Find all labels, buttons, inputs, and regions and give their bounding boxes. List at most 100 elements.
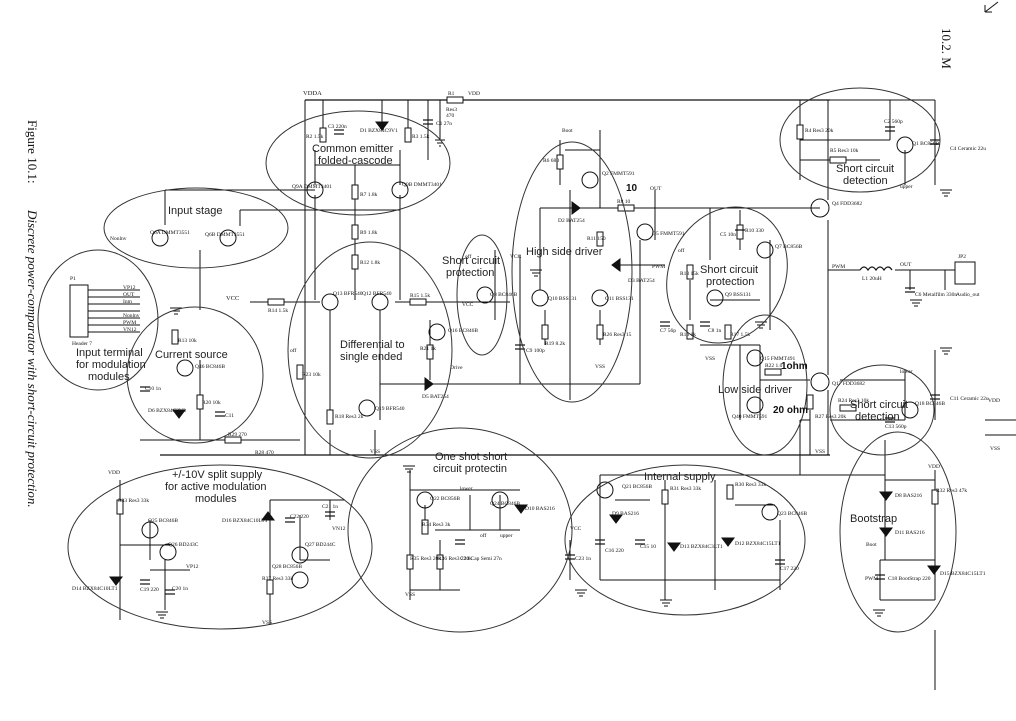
label-Q4: Q4 FDD3682	[832, 201, 862, 207]
label-off-1: off	[290, 347, 296, 354]
block-common-emitter-outline	[265, 110, 451, 216]
block-differential-outline	[287, 241, 453, 459]
label-D14: D14 BZX84C10LT1	[72, 586, 118, 592]
running-header: 10.2. M	[939, 28, 954, 69]
resistor-R14	[267, 298, 285, 306]
block-scd-top-label-1: Short circuit	[836, 163, 894, 175]
block-scp2-outline	[666, 206, 788, 344]
resistor-R3	[404, 127, 412, 143]
label-header: Header 7	[72, 341, 92, 347]
label-C22: C22 220	[290, 514, 309, 520]
caption-prefix: Figure 10.1:	[25, 120, 40, 184]
label-out-2: OUT	[900, 262, 912, 268]
block-input-terminal-label-2: for modulation	[76, 359, 146, 371]
label-Q21: Q21 BC856B	[622, 484, 652, 490]
label-C10: C10 1n	[145, 386, 161, 392]
label-C17: C17 220	[780, 566, 799, 572]
label-C15: C15 10	[640, 544, 656, 550]
label-R36: R36 Res3 220k	[438, 556, 472, 562]
label-C19: C19 220	[140, 587, 159, 593]
label-Q8: Q8 BC846B	[490, 292, 518, 298]
label-upper-1: upper	[900, 184, 913, 190]
label-P1: P1	[70, 276, 76, 282]
resistor-R7	[351, 184, 359, 200]
label-R22: R22 1.0	[765, 363, 783, 369]
label-D2: D2 BAT254	[558, 218, 585, 224]
label-Q27: Q27 BD244C	[305, 542, 336, 548]
label-vss-3: VSS	[705, 356, 715, 362]
block-bootstrap-outline	[839, 431, 957, 633]
block-common-emitter-label-2: folded-cascode	[318, 155, 393, 167]
block-low-side-outline	[722, 314, 808, 456]
label-R13b: R13 15k	[680, 271, 699, 277]
label-C23: C23 1n	[575, 556, 591, 562]
block-scd-top-outline	[779, 87, 941, 193]
label-D10: D10 BAS216	[525, 506, 555, 512]
cursor-arrow-icon	[984, 1, 999, 13]
label-vdd-right: VDD	[988, 398, 1000, 404]
label-vss-right: VSS	[990, 446, 1000, 452]
label-C21: C21 1n	[322, 504, 338, 510]
block-one-shot-label-1: One shot short	[435, 451, 507, 463]
label-R33: R33 Res3 33k	[118, 498, 149, 504]
resistor-R34	[421, 519, 429, 535]
label-C13: C13 560p	[885, 424, 907, 430]
label-pwm-3: PWM	[865, 576, 878, 582]
label-C9: C9 100p	[526, 348, 545, 354]
resistor-R11	[596, 231, 604, 247]
block-current-source-outline	[126, 306, 264, 444]
resistor-R18	[326, 409, 334, 425]
label-R16: R16 1k	[680, 332, 696, 338]
label-Q9A: Q9A DMMT3401	[292, 184, 332, 190]
label-R26: R26 Res3 15	[603, 332, 632, 338]
label-C8: C8 1n	[708, 328, 722, 334]
label-C6: C6 Metalfilm 330n	[915, 291, 957, 298]
block-scd-bot-outline	[829, 364, 935, 456]
label-C16: C16 220	[605, 548, 624, 554]
block-bootstrap-label: Bootstrap	[850, 513, 897, 525]
label-Q28: Q28 BC856B	[272, 564, 302, 570]
annotations: 10 1ohm 20 ohm	[626, 183, 808, 416]
resistor-R15	[409, 298, 427, 306]
label-JP2: JP2	[958, 254, 966, 260]
label-Q18: Q18 BC846B	[915, 401, 945, 407]
label-R1v: Res3	[446, 107, 457, 113]
label-Q25: Q25 BC846B	[148, 518, 178, 524]
label-R30: R30 Res3 33k	[735, 482, 766, 488]
functional-blocks: Common emitter folded-cascode Input stag…	[37, 87, 957, 633]
annotation-10: 10	[626, 183, 638, 194]
label-R24: R24 Res3 10k	[838, 398, 869, 404]
label-D9: D9 BAS216	[612, 511, 639, 517]
label-vdd-top: VDD	[468, 91, 480, 97]
label-Q9B: Q9B DMMT3401	[402, 182, 442, 188]
label-R37: R37 Res3 33k	[262, 576, 293, 582]
label-R18: R18 Res3 2k	[335, 414, 364, 420]
block-differential-label-1: Differential to	[340, 339, 405, 351]
components	[69, 96, 976, 619]
block-internal-supply-label: Internal supply	[644, 471, 716, 483]
label-off-4: off	[480, 532, 486, 539]
label-D12: D12 BZX84C15LT1	[735, 541, 781, 547]
resistor-R30	[726, 484, 734, 500]
label-D13: D13 BZX84C3LT1	[680, 544, 723, 550]
diodes	[109, 121, 941, 586]
label-R5: R5 Res3 10k	[830, 148, 859, 154]
label-vss-6: VSS	[405, 592, 415, 598]
label-Q9: Q9 BSS131	[725, 292, 751, 298]
label-R29: R29 270	[228, 432, 247, 438]
block-input-stage-outline	[103, 187, 289, 269]
label-out-hdr: OUT	[123, 292, 135, 298]
wiring	[119, 99, 1016, 625]
label-nonlnv-1: Nonlnv	[110, 236, 127, 242]
block-scp1-label-1: Short circuit	[442, 255, 500, 267]
block-input-stage-label: Input stage	[168, 205, 222, 217]
label-Q22: Q22 BC856B	[430, 496, 460, 502]
label-R12: R12 1.8k	[360, 260, 380, 266]
label-C20: C20 1n	[172, 586, 188, 592]
label-vcc-4: VCC	[570, 526, 582, 532]
label-Q2: Q2 FMMT591	[602, 171, 635, 177]
label-C3: C3 220n	[328, 124, 347, 130]
resistor-R13b	[686, 264, 694, 280]
label-D16: D16 BZX84C10LT1	[222, 518, 268, 524]
running-header-text: 10.2. M	[939, 28, 954, 69]
